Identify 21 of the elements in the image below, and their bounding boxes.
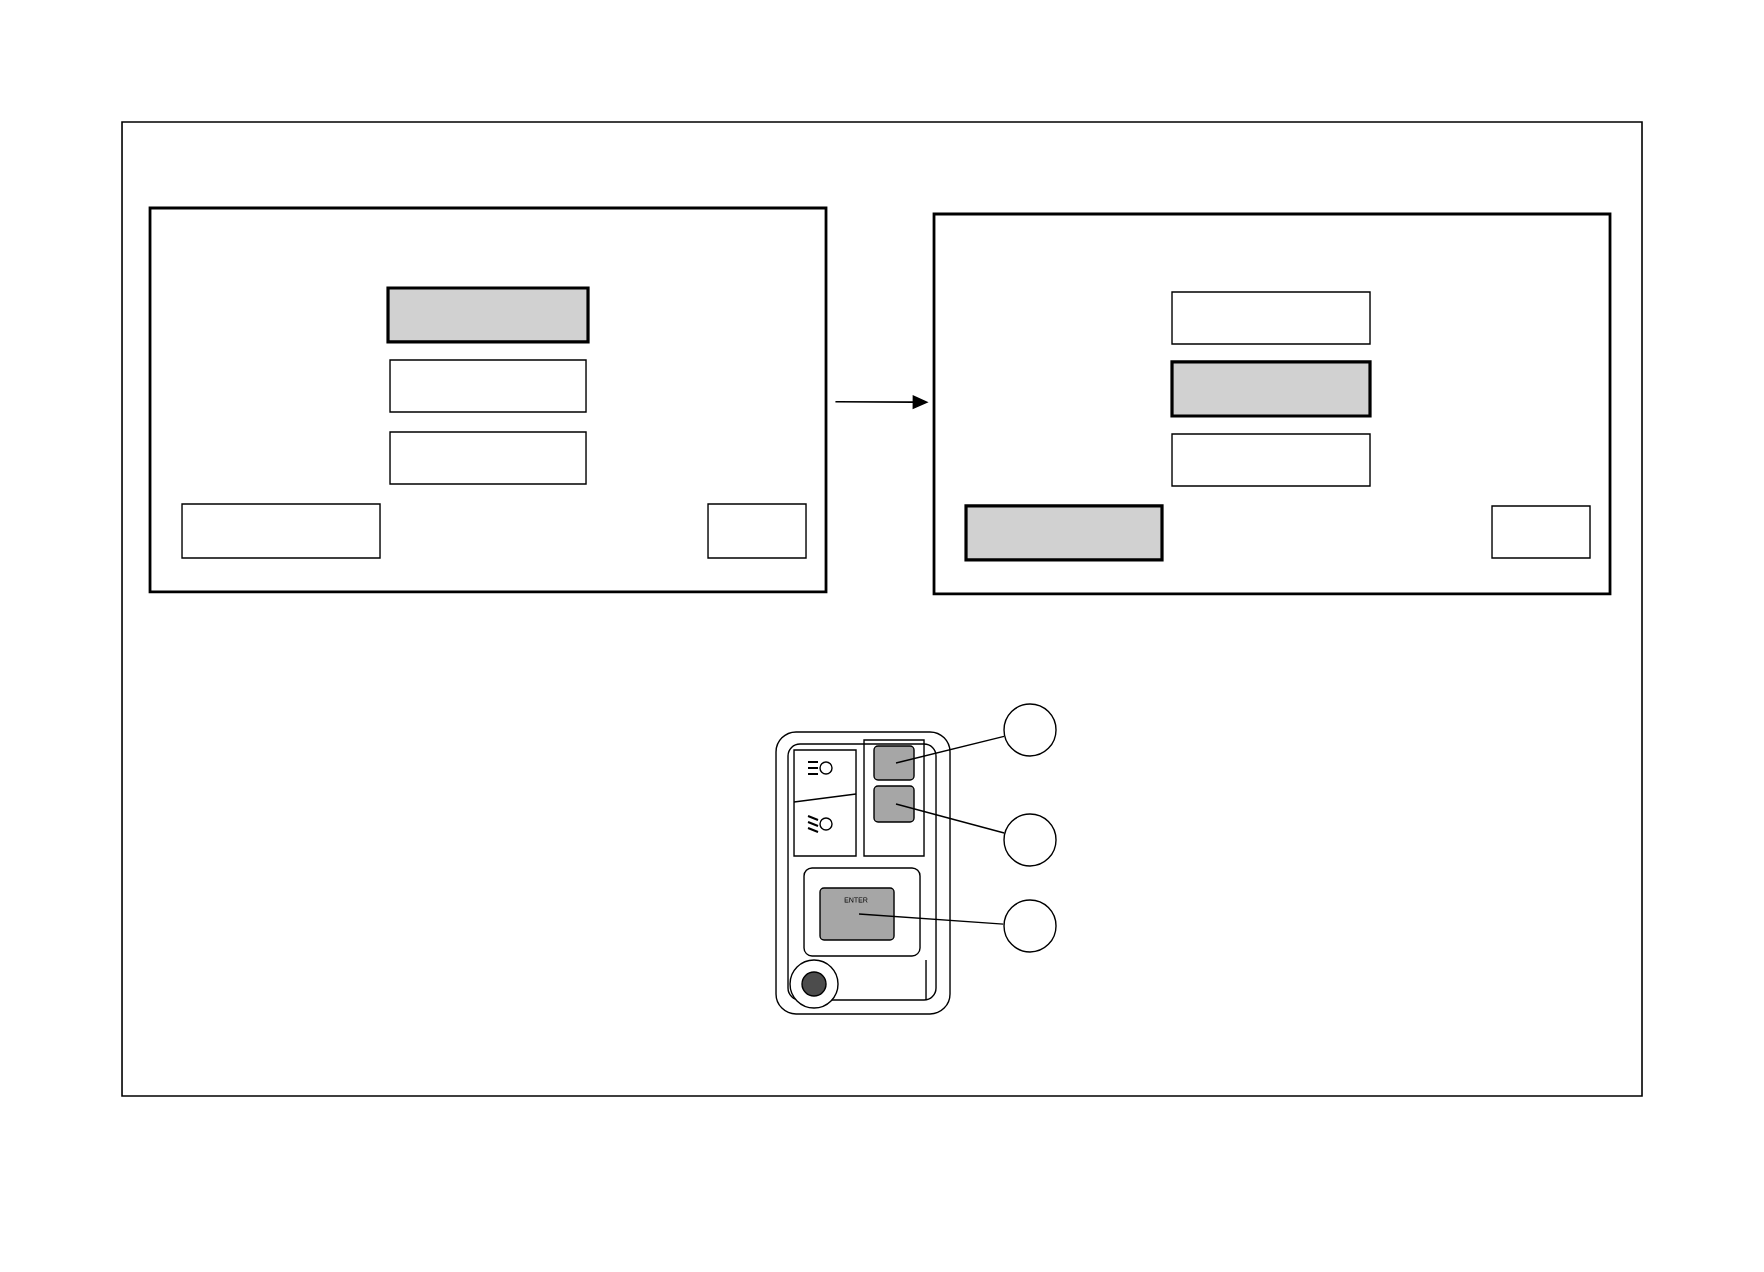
menu-item xyxy=(386,286,590,344)
switch-button xyxy=(873,745,915,781)
menu-button xyxy=(707,503,807,559)
menu-item xyxy=(389,359,587,413)
leader-line xyxy=(895,735,1005,764)
menu-button xyxy=(1491,505,1591,559)
menu-button xyxy=(181,503,381,559)
menu-item xyxy=(1171,433,1371,487)
leader-line xyxy=(895,803,1005,834)
screen-frame xyxy=(932,212,1612,596)
switch-button xyxy=(873,785,915,823)
screen-frame xyxy=(148,206,828,594)
callout-circle xyxy=(1003,813,1057,867)
menu-item xyxy=(1170,360,1372,418)
menu-item xyxy=(1171,291,1371,345)
leader-line xyxy=(858,913,1005,925)
callout-circle xyxy=(1003,703,1057,757)
menu-button xyxy=(964,504,1164,562)
callout-circle xyxy=(1003,899,1057,953)
enter-button xyxy=(819,887,895,941)
menu-item xyxy=(389,431,587,485)
